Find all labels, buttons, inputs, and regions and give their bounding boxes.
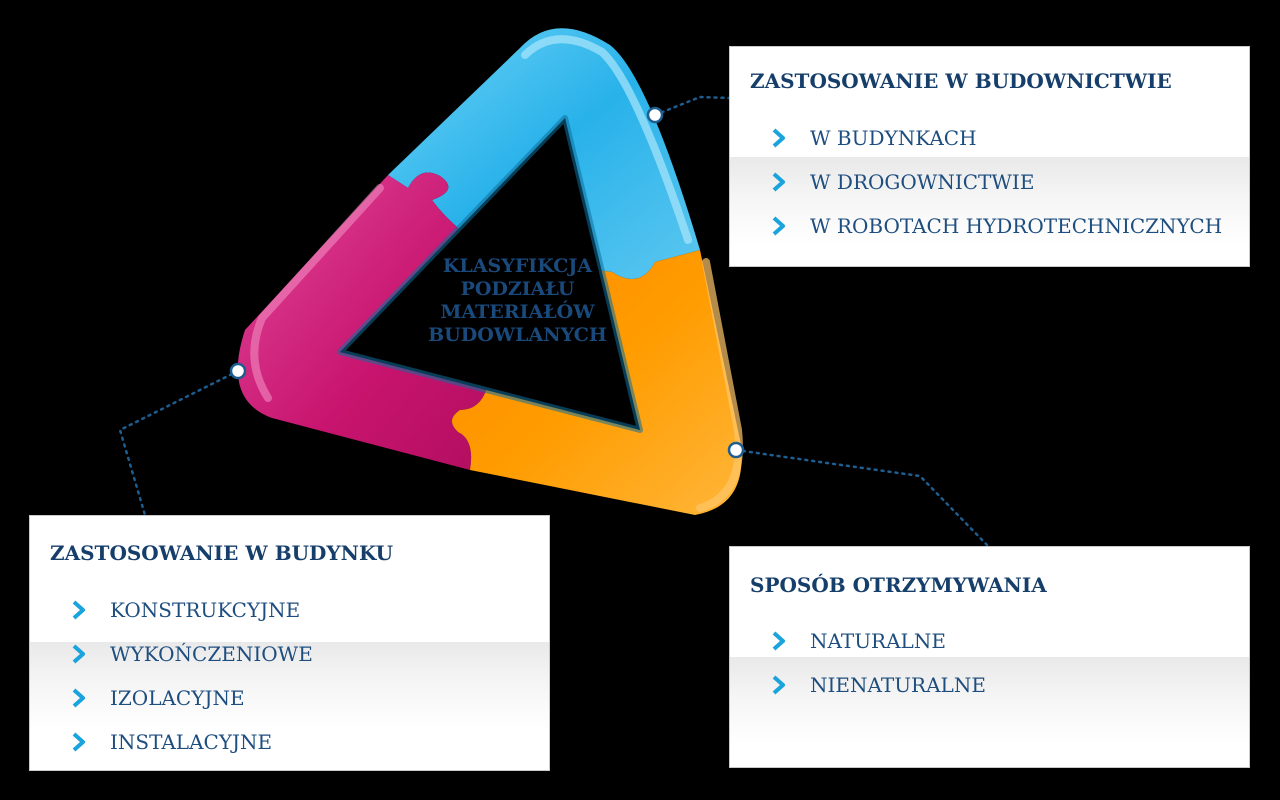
list-item[interactable]: NATURALNE xyxy=(772,619,986,663)
list-item-label: W ROBOTACH HYDROTECHNICZNYCH xyxy=(810,214,1223,238)
segment-orange xyxy=(451,250,742,515)
diagram-center-label: KLASYFIKCJA PODZIAŁU MATERIAŁÓW BUDOWLAN… xyxy=(410,255,625,347)
connector-to-production xyxy=(734,448,990,548)
triangle-inner-cutout xyxy=(340,118,640,430)
list-item[interactable]: KONSTRUKCYJNE xyxy=(72,588,313,632)
panel-item-list: W BUDYNKACH W DROGOWNICTWIE W ROBOTACH H… xyxy=(772,116,1222,248)
list-item-label: INSTALACYJNE xyxy=(110,730,273,754)
panel-building-usage: ZASTOSOWANIE W BUDYNKU KONSTRUKCYJNE WYK… xyxy=(29,515,550,771)
panel-title: ZASTOSOWANIE W BUDYNKU xyxy=(50,541,394,565)
segment-blue-highlight xyxy=(521,35,692,244)
circle-node-icon xyxy=(646,106,664,124)
chevron-right-icon xyxy=(72,600,85,620)
chevron-right-icon xyxy=(72,644,85,664)
panel-band xyxy=(730,157,1249,245)
list-item-label: IZOLACYJNE xyxy=(110,686,245,710)
circle-node-icon xyxy=(727,441,745,459)
puzzle-triangle xyxy=(237,28,743,515)
list-item[interactable]: IZOLACYJNE xyxy=(72,676,313,720)
connector-to-construction xyxy=(653,95,731,117)
list-item[interactable]: W DROGOWNICTWIE xyxy=(772,160,1222,204)
list-item[interactable]: INSTALACYJNE xyxy=(72,720,313,764)
list-item-label: WYKOŃCZENIOWE xyxy=(110,642,313,666)
connector-nodes xyxy=(229,106,745,459)
list-item[interactable]: WYKOŃCZENIOWE xyxy=(72,632,313,676)
segment-orange-highlight xyxy=(696,258,743,512)
center-label-line: MATERIAŁÓW xyxy=(440,301,595,323)
connector-to-building xyxy=(118,369,240,517)
panel-item-list: NATURALNE NIENATURALNE xyxy=(772,619,986,707)
list-item[interactable]: W BUDYNKACH xyxy=(772,116,1222,160)
chevron-right-icon xyxy=(772,216,785,236)
connector-lines xyxy=(118,95,990,548)
list-item-label: NIENATURALNE xyxy=(810,673,986,697)
chevron-right-icon xyxy=(772,631,785,651)
segment-pink xyxy=(237,172,487,471)
chevron-right-icon xyxy=(772,675,785,695)
list-item[interactable]: NIENATURALNE xyxy=(772,663,986,707)
panel-title: SPOSÓB OTRZYMYWANIA xyxy=(750,573,1047,597)
chevron-right-icon xyxy=(72,732,85,752)
panel-band xyxy=(30,642,549,730)
list-item-label: KONSTRUKCYJNE xyxy=(110,598,301,622)
triangle-inner-shade xyxy=(337,115,643,433)
list-item-label: W DROGOWNICTWIE xyxy=(810,170,1035,194)
center-label-line: PODZIAŁU xyxy=(460,278,575,300)
list-item-label: W BUDYNKACH xyxy=(810,126,977,150)
panel-title: ZASTOSOWANIE W BUDOWNICTWIE xyxy=(750,69,1172,93)
center-label-line: BUDOWLANYCH xyxy=(428,324,607,346)
panel-production-method: SPOSÓB OTRZYMYWANIA NATURALNE NIENATURAL… xyxy=(729,546,1250,768)
chevron-right-icon xyxy=(772,128,785,148)
chevron-right-icon xyxy=(72,688,85,708)
segment-blue xyxy=(388,28,700,280)
panel-construction-usage: ZASTOSOWANIE W BUDOWNICTWIE W BUDYNKACH … xyxy=(729,46,1250,267)
panel-band xyxy=(730,657,1249,745)
panel-item-list: KONSTRUKCYJNE WYKOŃCZENIOWE IZOLACYJNE I… xyxy=(72,588,313,764)
chevron-right-icon xyxy=(772,172,785,192)
list-item[interactable]: W ROBOTACH HYDROTECHNICZNYCH xyxy=(772,204,1222,248)
center-label-line: KLASYFIKCJA xyxy=(442,255,593,277)
list-item-label: NATURALNE xyxy=(810,629,946,653)
circle-node-icon xyxy=(229,362,247,380)
segment-pink-highlight xyxy=(250,184,384,402)
